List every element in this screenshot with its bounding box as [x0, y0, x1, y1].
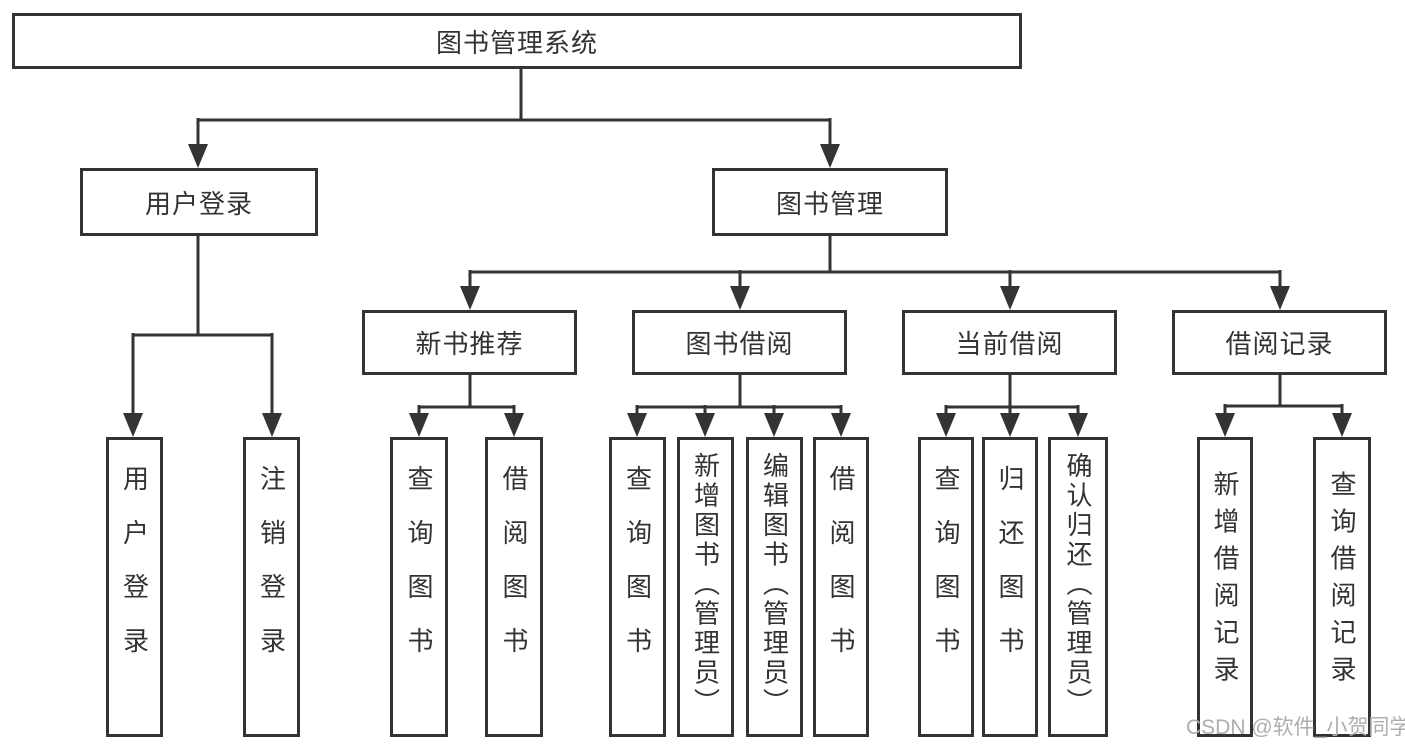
leaf-user-login: 用户登录 [106, 437, 163, 737]
category-book-borrowing: 图书借阅 [632, 310, 847, 375]
category-current-borrowing-label: 当前借阅 [955, 329, 1064, 359]
leaf-logout: 注销登录 [243, 437, 300, 737]
leaf-query-books-recommend: 查询图书 [390, 437, 448, 737]
leaf-borrow-books-recommend: 借阅图书 [485, 437, 543, 737]
category-book-borrowing-label: 图书借阅 [685, 329, 794, 359]
leaf-return-book-label: 归还图书 [995, 465, 1025, 681]
leaf-borrow-book: 借阅图书 [813, 437, 869, 737]
leaf-query-borrow-record-label: 查询借阅记录 [1327, 470, 1357, 693]
category-new-book-recommend-label: 新书推荐 [415, 329, 524, 359]
branch-book-management-label: 图书管理 [775, 188, 884, 219]
leaf-logout-label: 注销登录 [256, 465, 287, 681]
leaf-user-login-label: 用户登录 [119, 465, 150, 681]
leaf-borrow-book-label: 借阅图书 [826, 465, 856, 681]
leaf-confirm-return-admin-label: 确认归还（管理员） [1063, 452, 1093, 719]
leaf-return-book: 归还图书 [982, 437, 1038, 737]
leaf-query-books-current: 查询图书 [918, 437, 974, 737]
category-new-book-recommend: 新书推荐 [362, 310, 577, 375]
category-borrow-records-label: 借阅记录 [1225, 329, 1334, 359]
leaf-add-borrow-record: 新增借阅记录 [1197, 437, 1253, 737]
leaf-edit-book-admin-label: 编辑图书（管理员） [759, 452, 790, 719]
root-label: 图书管理系统 [435, 27, 598, 58]
leaf-query-borrow-record: 查询借阅记录 [1313, 437, 1371, 737]
category-current-borrowing: 当前借阅 [902, 310, 1117, 375]
branch-user-login: 用户登录 [80, 168, 318, 236]
leaf-add-book-admin: 新增图书（管理员） [677, 437, 734, 737]
branch-user-login-label: 用户登录 [144, 188, 253, 219]
watermark: CSDN @软件_小贺同学 [1186, 716, 1405, 739]
category-borrow-records: 借阅记录 [1172, 310, 1387, 375]
branch-book-management: 图书管理 [712, 168, 948, 236]
leaf-query-books-borrowing-label: 查询图书 [622, 465, 653, 681]
leaf-borrow-books-recommend-label: 借阅图书 [499, 465, 529, 681]
leaf-edit-book-admin: 编辑图书（管理员） [746, 437, 803, 737]
leaf-confirm-return-admin: 确认归还（管理员） [1048, 437, 1108, 737]
root-box: 图书管理系统 [12, 13, 1022, 69]
leaf-query-books-current-label: 查询图书 [931, 465, 961, 681]
leaf-query-books-recommend-label: 查询图书 [404, 465, 434, 681]
leaf-query-books-borrowing: 查询图书 [609, 437, 666, 737]
leaf-add-book-admin-label: 新增图书（管理员） [690, 452, 721, 719]
leaf-add-borrow-record-label: 新增借阅记录 [1210, 470, 1240, 693]
